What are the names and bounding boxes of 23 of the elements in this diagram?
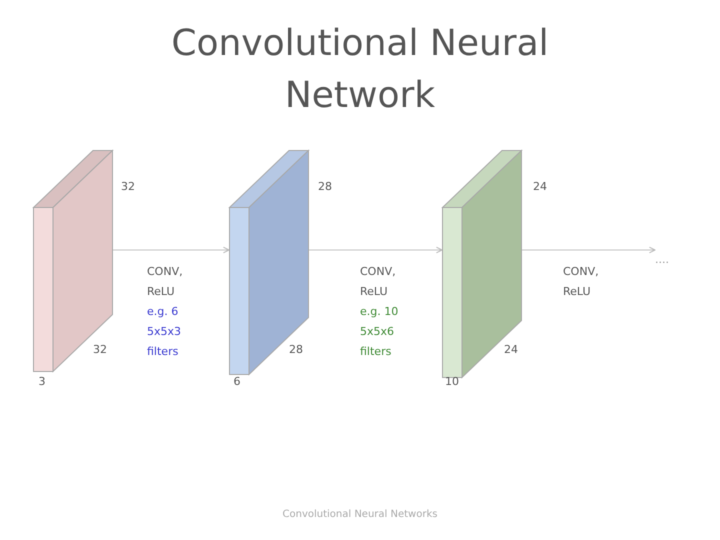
arrow xyxy=(308,246,443,254)
title: Convolutional Neural Network xyxy=(170,22,550,118)
filter-note: e.g. 6 5x5x3 filters xyxy=(147,304,182,360)
edge-label: CONV, ReLU xyxy=(147,264,184,300)
dimension-label: 28 xyxy=(289,343,303,356)
dimension-label: 32 xyxy=(93,343,107,356)
arrow xyxy=(522,246,656,254)
dimension-label: 28 xyxy=(318,180,332,193)
footer-text: Convolutional Neural Networks xyxy=(282,509,438,520)
dimension-label: 32 xyxy=(121,180,135,193)
arrow xyxy=(112,246,230,254)
dimension-label: 24 xyxy=(504,343,518,356)
volume-block xyxy=(442,150,522,378)
dimension-label: 6 xyxy=(234,375,240,388)
volume-block xyxy=(229,150,309,375)
dimension-label: 3 xyxy=(38,375,46,388)
continuation-text: .... xyxy=(655,253,669,267)
edge-label: CONV, ReLU xyxy=(360,264,397,300)
edge-label: CONV, ReLU xyxy=(563,264,600,300)
dimension-label: 10 xyxy=(445,375,459,388)
dimension-label: 24 xyxy=(533,180,547,193)
volume-block xyxy=(33,150,113,372)
filter-note: e.g. 10 5x5x6 filters xyxy=(360,304,400,360)
